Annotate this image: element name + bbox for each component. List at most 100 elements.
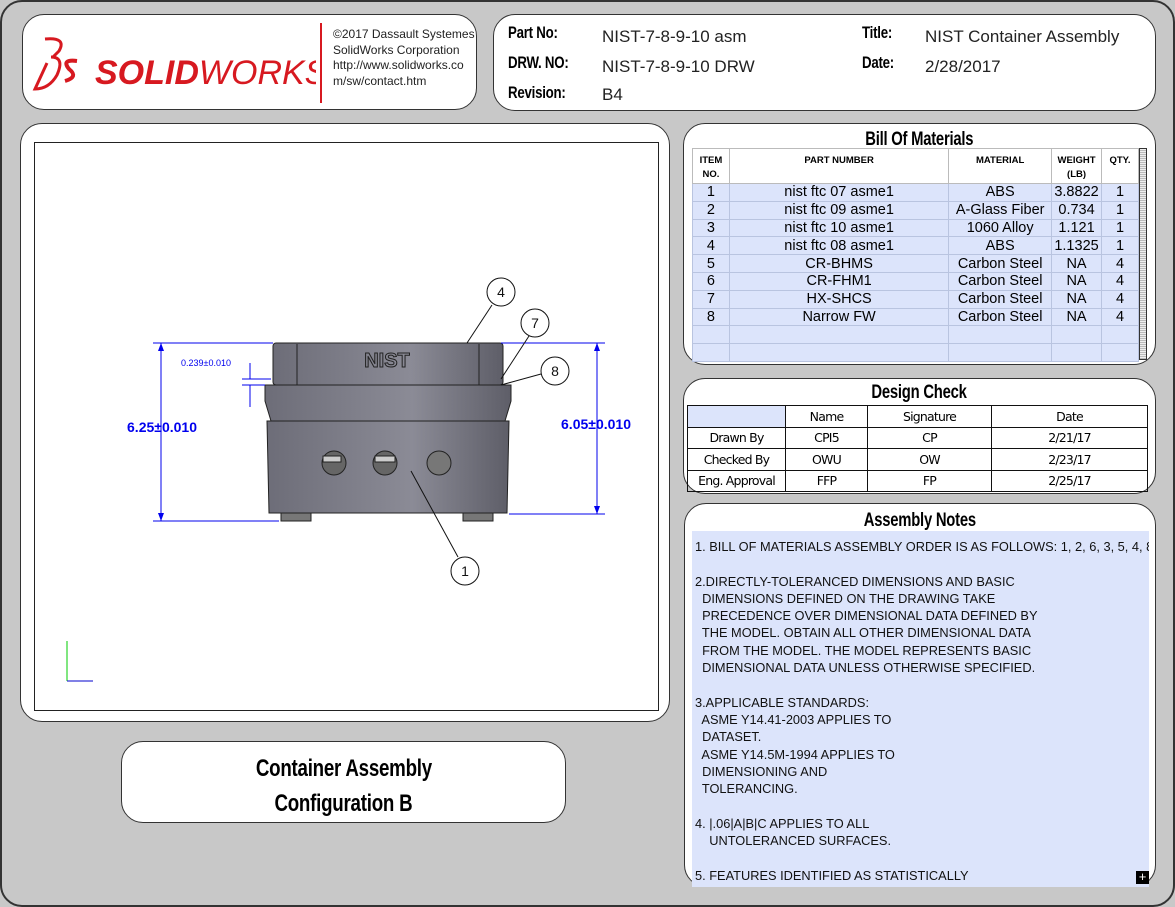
design-check-header: Signature [867,405,992,428]
assembly-notes-panel: Assembly Notes 1. BILL OF MATERIALS ASSE… [684,503,1156,887]
caption-panel: Container Assembly Configuration B [121,741,566,823]
bom-cell [1101,325,1139,345]
bom-cell: Carbon Steel [948,289,1053,309]
design-check-cell: OW [867,448,992,471]
bom-cell: Carbon Steel [948,307,1053,327]
bom-cell: nist ftc 09 asme1 [728,200,950,220]
bom-column-header: PART NUMBER [728,148,950,184]
copyright-line: SolidWorks Corporation [333,42,460,57]
notes-text[interactable]: 1. BILL OF MATERIALS ASSEMBLY ORDER IS A… [692,531,1149,887]
divider [320,23,322,103]
bom-column-header: MATERIAL [948,148,1053,184]
logo-panel: SOLIDWORKS ©2017 Dassault Systemes Solid… [22,14,477,110]
bom-cell: A-Glass Fiber [948,200,1053,220]
port-hole [321,450,347,476]
bom-cell: 4 [692,236,730,256]
design-check-cell: OWU [785,448,868,471]
copyright-line: http://www.solidworks.co [333,58,464,72]
bom-cell: Carbon Steel [948,254,1053,273]
copyright: ©2017 Dassault Systemes SolidWorks Corpo… [333,27,475,89]
balloon-4 [486,277,516,307]
expand-icon[interactable]: + [1136,870,1149,884]
foot [462,512,494,522]
drawing-view: NIST 6.25±0.010 6.05±0.010 0.239±0.010 4… [34,142,659,711]
caption-line-2: Configuration B [274,790,413,817]
bom-cell [692,343,730,362]
title-block: Part No: NIST-7-8-9-10 asm DRW. NO: NIST… [493,14,1156,111]
bom-cell: 0.734 [1051,200,1103,220]
design-check-cell: FP [867,469,992,492]
foot [280,512,312,522]
bom-cell: 3 [692,218,730,238]
bom-cell: 4 [1101,289,1139,309]
date-label: Date: [862,53,894,72]
bom-cell: NA [1051,271,1103,291]
bom-scrollbar[interactable] [1139,148,1147,360]
bom-cell: 3.8822 [1051,183,1103,202]
bom-row [692,325,1139,345]
dimension-body-height: 6.05±0.010 [561,416,631,432]
design-check-title: Design Check [871,382,968,403]
design-check-header: Date [991,405,1148,428]
bom-cell: HX-SHCS [728,289,950,309]
bom-row [692,343,1139,362]
bom-cell: NA [1051,254,1103,273]
container-rim [264,384,512,422]
bom-cell: NA [1051,307,1103,327]
balloon-1 [450,556,480,586]
copyright-line: ©2017 Dassault Systemes [333,27,475,41]
bom-cell: 5 [692,254,730,273]
bom-cell: 6 [692,271,730,291]
bom-cell: 4 [1101,271,1139,291]
design-check-cell: 2/23/17 [991,448,1148,471]
balloon-label: 4 [497,284,505,300]
part-no-value: NIST-7-8-9-10 asm [602,27,747,46]
caption-line-1: Container Assembly [255,755,432,782]
bom-cell: Narrow FW [728,307,950,327]
bom-cell: 7 [692,289,730,309]
bom-cell: 1.121 [1051,218,1103,238]
bom-cell: Carbon Steel [948,271,1053,291]
bom-cell: 2 [692,200,730,220]
balloon-label: 8 [551,363,559,379]
lid [272,342,504,386]
axis-triad-icon [66,641,93,682]
copyright-line: m/sw/contact.htm [333,73,427,88]
bom-cell: 4 [1101,254,1139,273]
design-check-cell: CPI5 [785,426,868,449]
nist-logo: NIST [364,350,410,372]
bom-column-header: QTY. [1101,148,1139,184]
port-hole [426,450,452,476]
design-check-cell: FFP [785,469,868,492]
bom-cell: CR-FHM1 [728,271,950,291]
port-hole [372,450,398,476]
bom-cell: CR-BHMS [728,254,950,273]
balloon-8 [540,356,570,386]
bom-cell: ABS [948,183,1053,202]
bom-cell: 1.1325 [1051,236,1103,256]
title-value: NIST Container Assembly [925,27,1120,46]
bom-cell: 1 [1101,183,1139,202]
part-no-label: Part No: [508,23,558,42]
brand-bold: SOLID [95,54,199,92]
bom-cell [1051,343,1103,362]
bom-cell: 4 [1101,307,1139,327]
brand-light: WORKS [199,54,316,92]
bom-cell [948,343,1053,362]
solidworks-logo: SOLIDWORKS [32,37,316,92]
design-check-cell: 2/25/17 [991,469,1148,492]
design-check-header: Name [785,405,868,428]
